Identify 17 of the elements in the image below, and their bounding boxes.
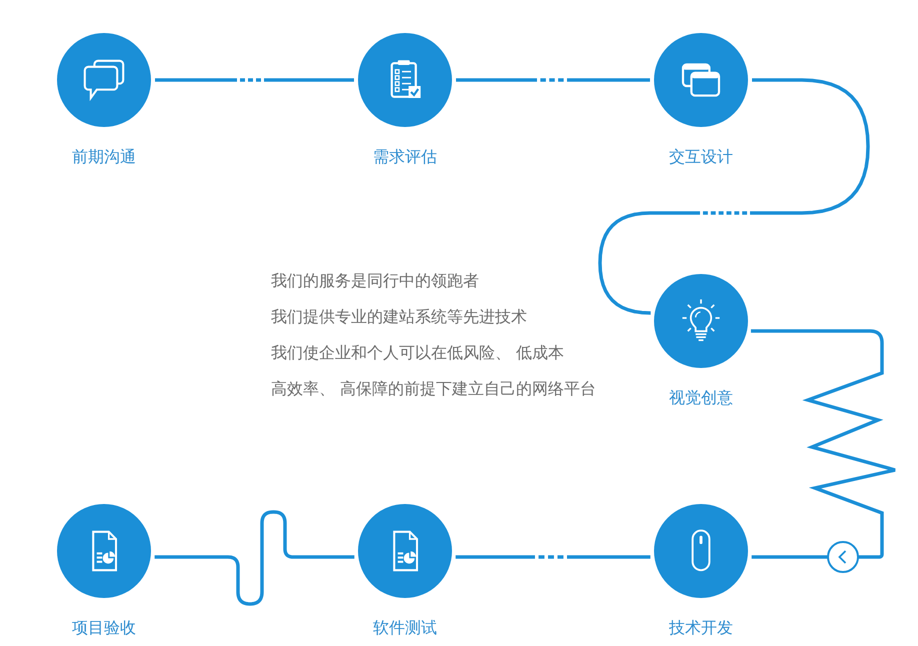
step-label: 需求评估	[373, 147, 437, 167]
connector-line	[456, 555, 650, 559]
description-text: 我们使企业和个人可以在低风险、 低成本	[271, 343, 564, 363]
connector-line	[155, 78, 354, 82]
description-text: 我们提供专业的建站系统等先进技术	[271, 307, 527, 327]
description-text: 高效率、 高保障的前提下建立自己的网络平台	[271, 379, 596, 399]
step-label: 交互设计	[669, 147, 733, 167]
step-label: 技术开发	[669, 618, 733, 638]
step-label: 视觉创意	[669, 388, 733, 408]
step-label: 软件测试	[373, 618, 437, 638]
connector-line	[750, 329, 897, 559]
connector-line	[456, 78, 650, 82]
description-text: 我们的服务是同行中的领跑者	[271, 271, 479, 291]
step-label: 前期沟通	[72, 147, 136, 167]
connector-line	[154, 510, 354, 606]
connector-line	[598, 78, 870, 315]
step-label: 项目验收	[72, 618, 136, 638]
